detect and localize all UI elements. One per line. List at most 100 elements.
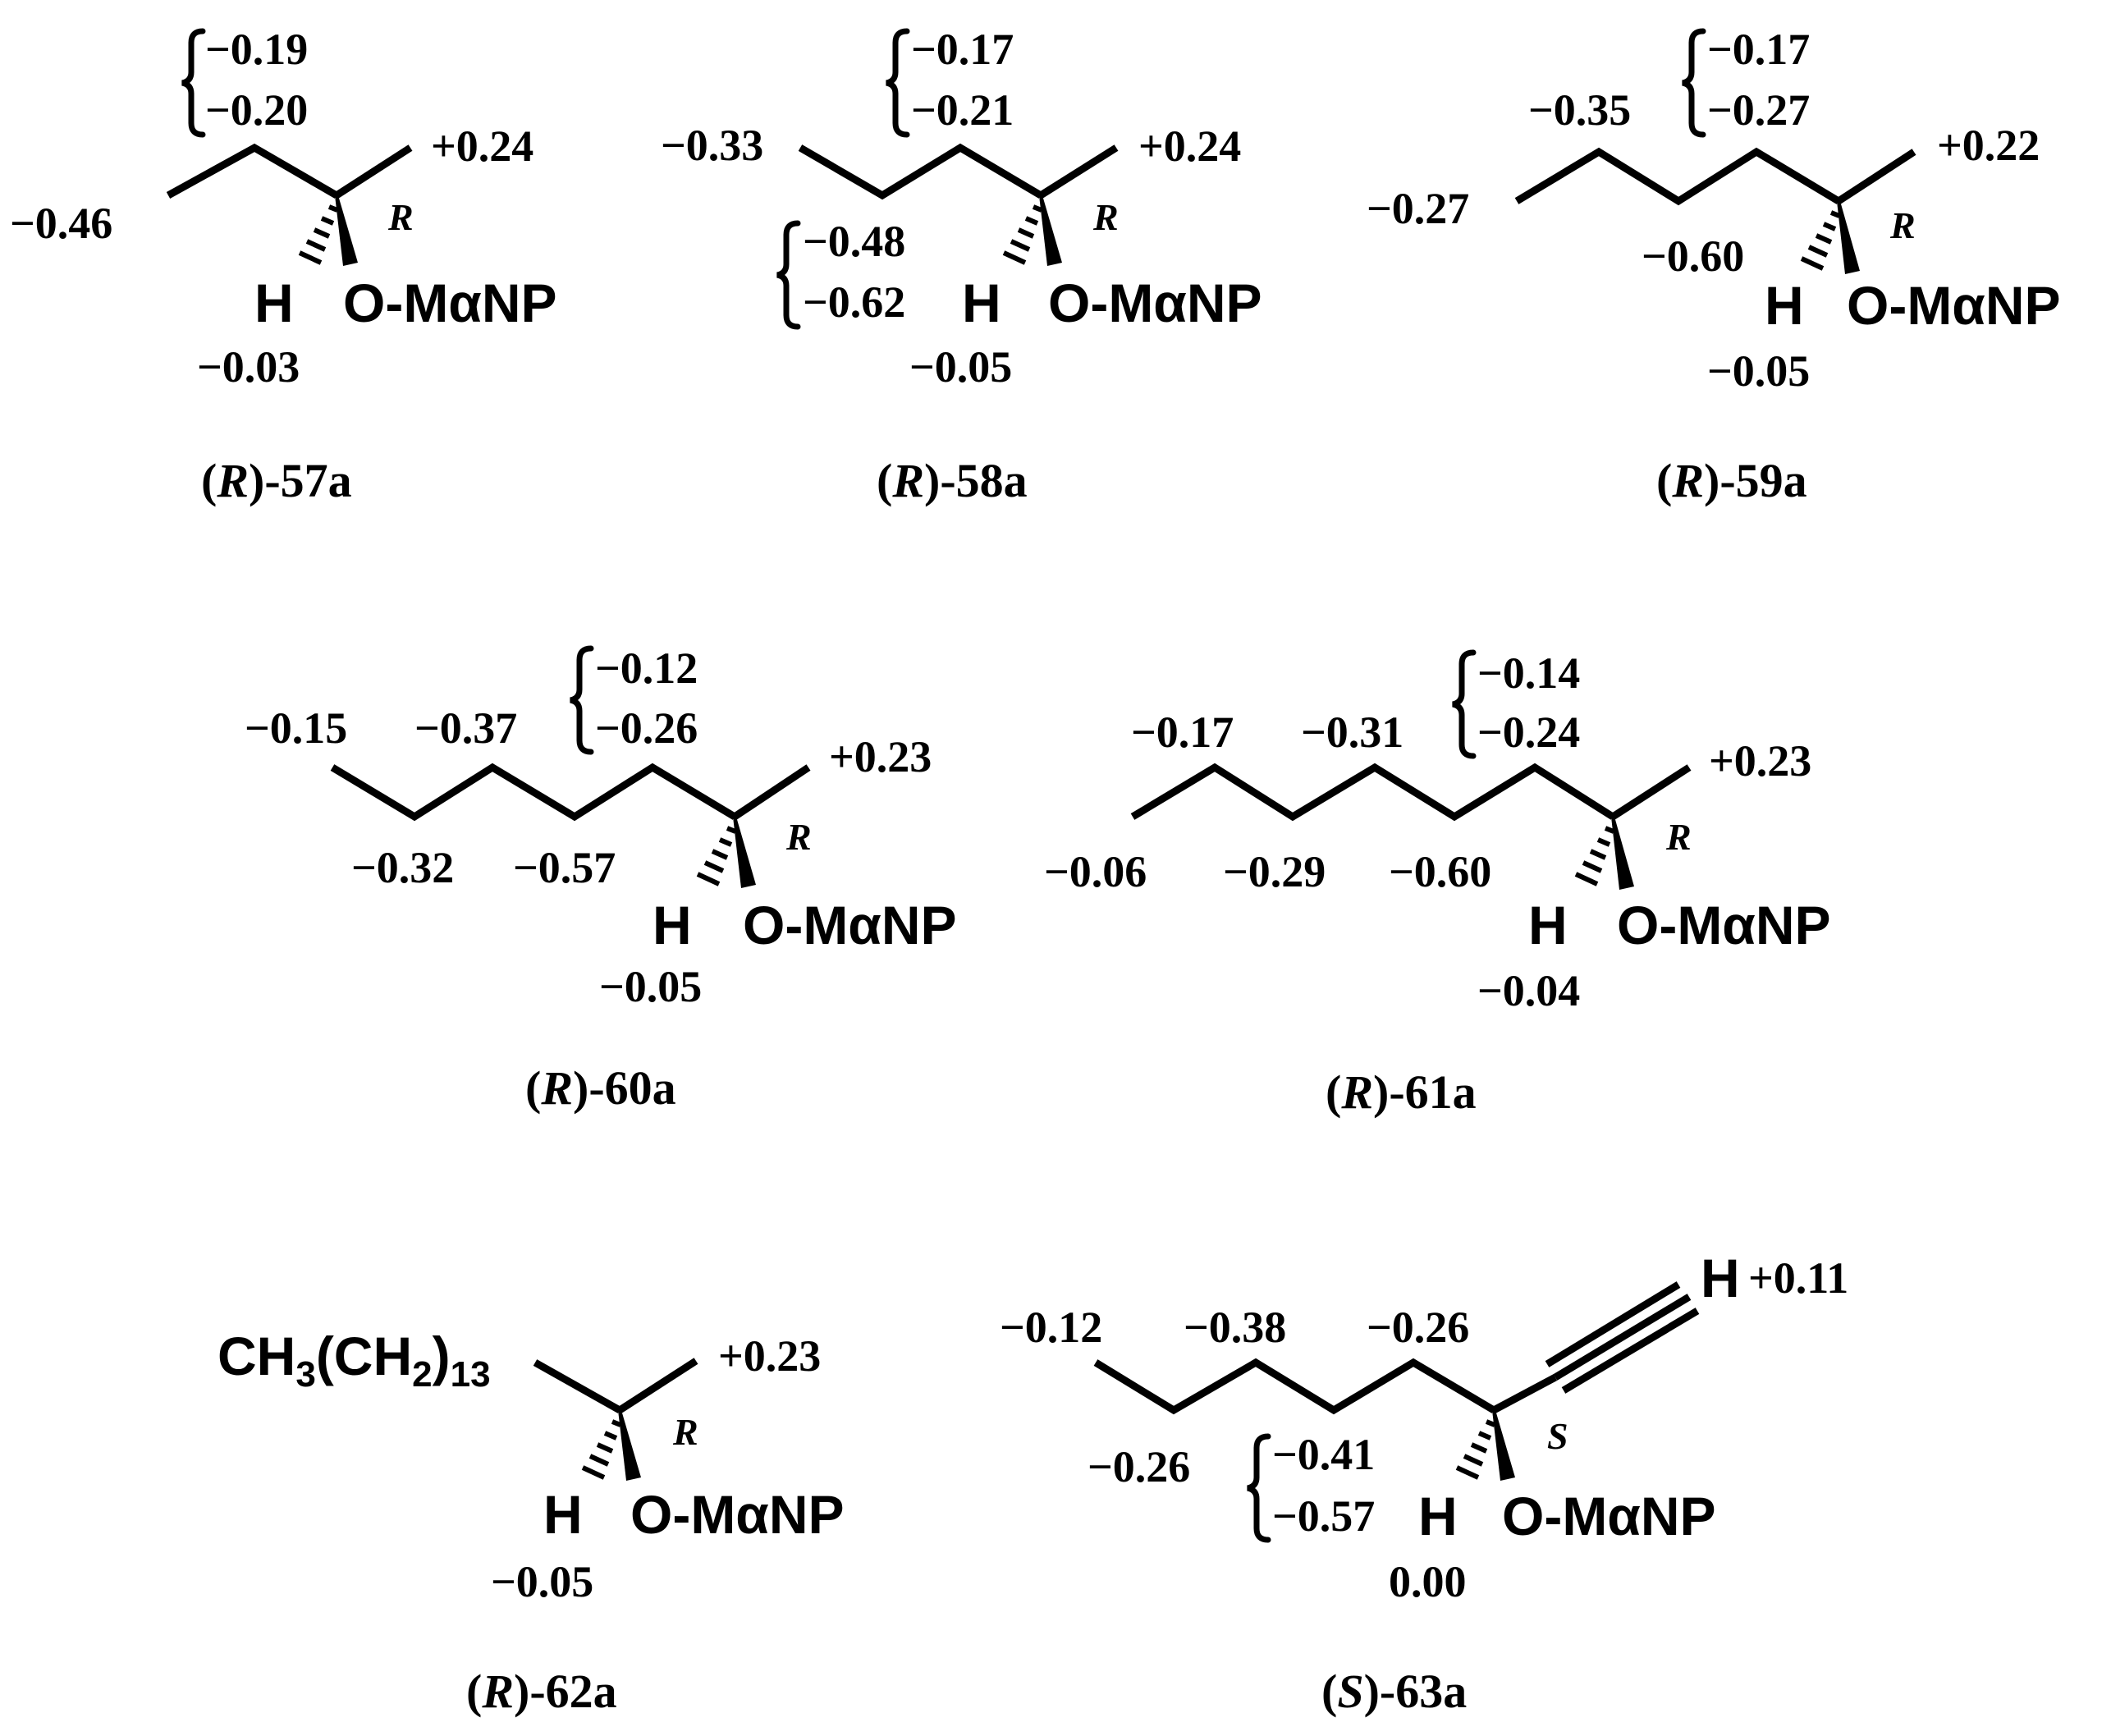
hash-bond [298,204,339,265]
substituent-label: O-MαNP [1847,275,2061,336]
hash-bond [1002,204,1043,265]
stereo-descriptor: R [672,1411,698,1453]
value-lower-3: −0.60 [1389,847,1491,896]
value-methyl: +0.23 [829,732,932,781]
value-h: −0.05 [1707,346,1810,396]
value-h: −0.05 [599,962,702,1011]
methyl-bond [617,1358,698,1413]
value-brace-bottom: −0.21 [911,85,1014,135]
methyl-bond [334,144,413,199]
value-brace-bottom: −0.20 [205,85,308,135]
value-methyl: +0.23 [718,1331,821,1381]
methyl-bond [1610,764,1692,820]
value-h: 0.00 [1389,1557,1467,1606]
substituent-label: O-MαNP [1502,1486,1716,1546]
value-lower-2: −0.57 [513,843,616,892]
structure-58a: −0.17 −0.21 −0.33 +0.24 R −0.48 −0.62 H … [661,25,1262,507]
value-brace-bottom: −0.24 [1477,708,1580,757]
brace-lower [776,220,801,330]
methyl-bond [1038,144,1119,199]
value-h: −0.05 [909,342,1012,392]
atom-h: H [653,895,692,955]
value-terminal: −0.33 [661,121,763,170]
substituent-label: O-MαNP [743,895,957,955]
value-upper: −0.35 [1528,85,1631,135]
chain-bonds [1093,1358,1496,1415]
value-h: −0.04 [1477,966,1580,1015]
substituent-label: O-MαNP [630,1484,845,1545]
wedge-bond [1611,817,1634,890]
brace [1682,28,1706,138]
compound-label: (R)-57a [201,454,352,507]
value-methyl: +0.23 [1709,736,1811,786]
value-terminal: −0.46 [10,199,112,248]
value-methyl: +0.22 [1937,121,2040,170]
chain-label: CH3(CH2)13 [218,1326,491,1395]
structure-61a: −0.14 −0.24 −0.17 −0.31 +0.23 R −0.06 −0… [1044,648,1831,1119]
value-h: −0.03 [197,342,300,392]
value-lower-1: −0.26 [1088,1442,1190,1491]
wedge-bond [335,195,358,266]
value-terminal: −0.27 [1367,184,1469,233]
substituent-label: O-MαNP [1617,895,1831,955]
compound-label: (R)-59a [1656,454,1807,507]
chain-bonds [330,763,737,822]
structure-59a: −0.17 −0.27 −0.35 −0.27 +0.22 R −0.60 H … [1367,25,2061,507]
methyl-bond [1836,149,1916,204]
wedge-bond [733,817,756,888]
compound-label: (R)-60a [525,1061,676,1115]
chain-bond [533,1359,622,1413]
value-upper-2: −0.31 [1301,708,1404,757]
value-lower-brace-bottom: −0.62 [803,277,905,327]
stereo-descriptor: S [1547,1415,1568,1457]
hash-bond [1574,826,1615,886]
alkyne-h: H [1701,1248,1740,1308]
hash-bond [581,1419,622,1480]
wedge-bond [618,1410,641,1481]
brace [1247,1433,1271,1543]
value-lower-1: −0.32 [351,843,454,892]
structure-60a: −0.12 −0.26 −0.15 −0.37 +0.23 R −0.32 −0… [245,644,957,1115]
stereo-descriptor: R [387,196,414,238]
hash-bond [1455,1419,1496,1480]
value-upper-2: −0.37 [414,703,517,753]
atom-h: H [1418,1486,1458,1546]
brace [181,28,206,138]
stereo-descriptor: R [1889,204,1916,246]
atom-h: H [543,1484,583,1545]
value-upper-1: −0.17 [1131,708,1234,757]
value-brace-top: −0.41 [1272,1430,1375,1479]
value-brace-bottom: −0.26 [595,703,698,753]
value-alkyne-h: +0.11 [1748,1253,1848,1303]
structure-57a: −0.19 −0.20 −0.46 +0.24 R H O-MαNP −0.03… [10,25,557,507]
value-upper-2: −0.38 [1184,1303,1286,1352]
compound-label: (R)-61a [1326,1065,1477,1119]
chain-bonds [1514,147,1841,206]
wedge-bond [1837,201,1860,274]
value-upper-3: −0.26 [1367,1303,1469,1352]
value-brace-top: −0.12 [595,644,698,693]
hash-bond [1800,210,1841,271]
value-methyl: +0.24 [1138,121,1241,171]
chain-bonds [166,143,339,199]
value-brace-top: −0.17 [1707,25,1810,74]
wedge-bond [1039,195,1062,266]
brace [1452,649,1477,759]
value-h: −0.05 [491,1557,593,1606]
brace-upper [886,28,910,138]
value-lower-1: −0.06 [1044,847,1147,896]
compound-label: (R)-58a [877,454,1028,507]
value-lower-brace-top: −0.48 [803,217,905,266]
brace [570,645,594,755]
chain-bonds [1130,763,1615,822]
value-brace-top: −0.17 [911,25,1014,74]
hash-bond [696,826,737,886]
triple-bond [1491,1281,1700,1413]
stereo-descriptor: R [785,816,812,858]
value-brace-top: −0.14 [1477,648,1580,698]
stereo-descriptor: R [1665,816,1692,858]
atom-h: H [962,273,1001,333]
value-lower: −0.60 [1642,231,1744,281]
